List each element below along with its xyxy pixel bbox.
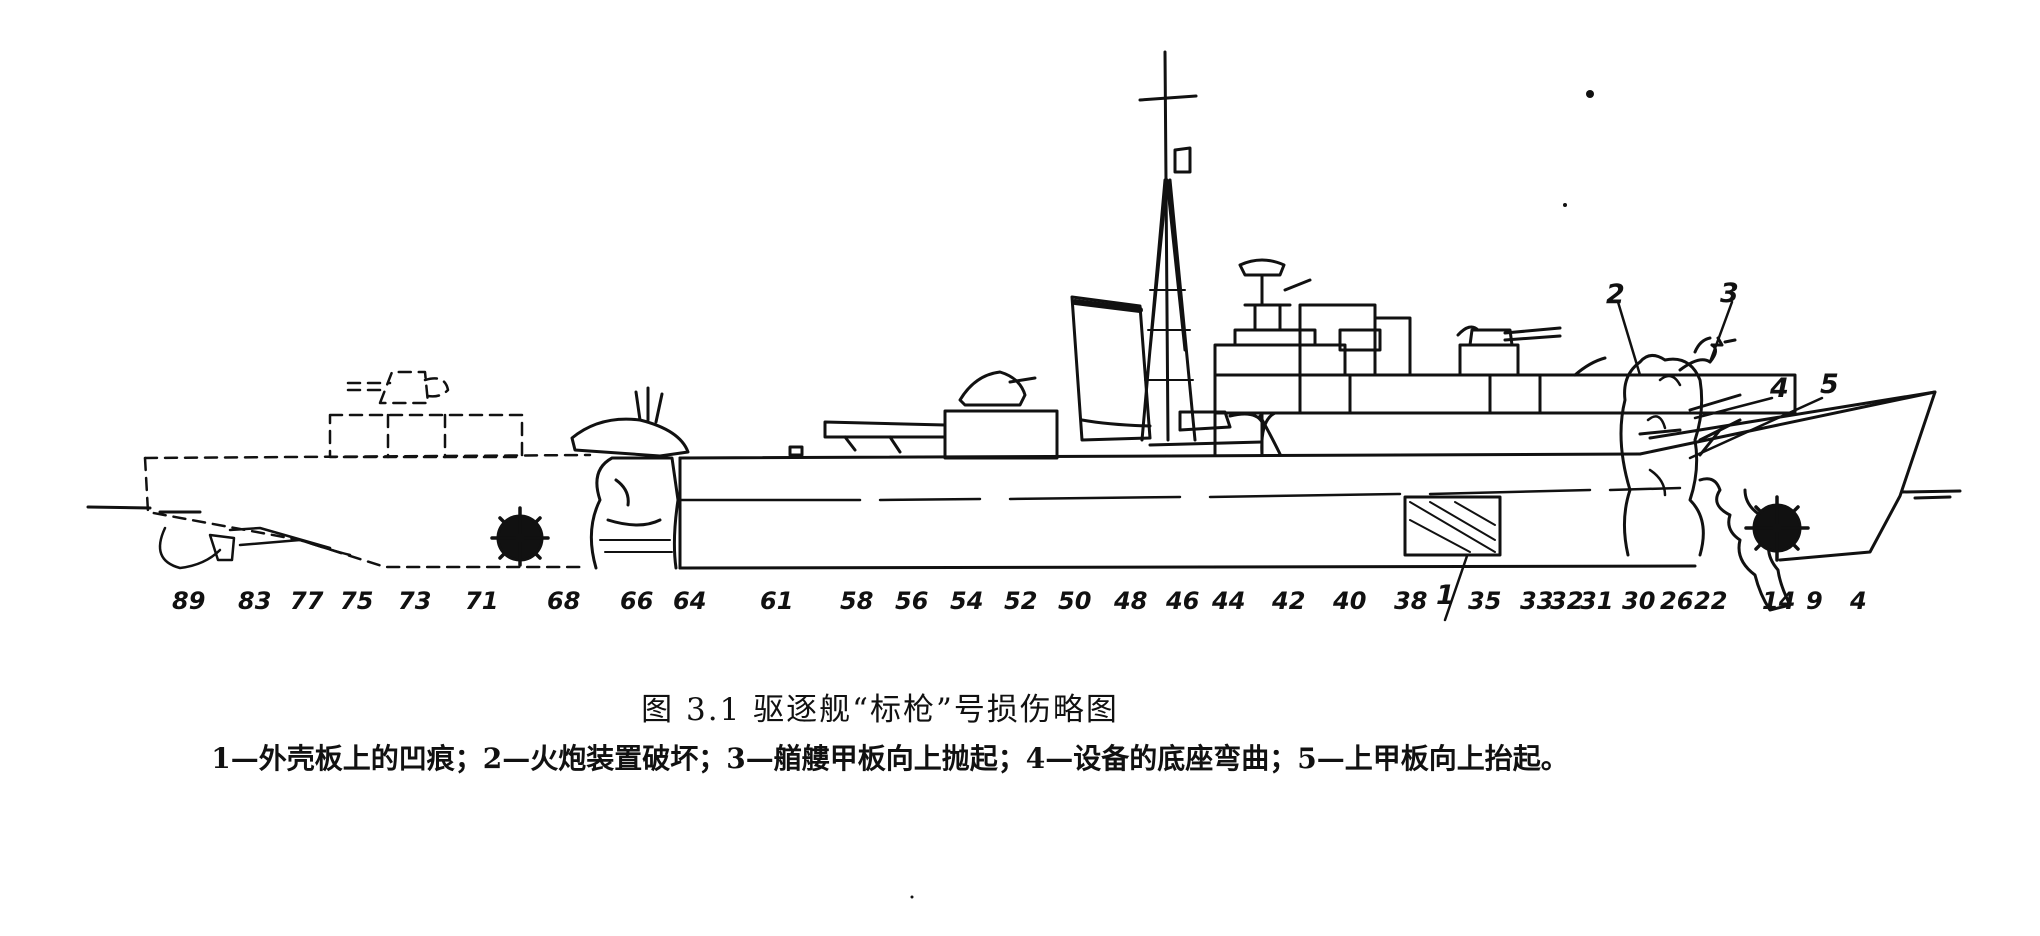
figure-caption-legend: 1—外壳板上的凹痕；2—火炮装置破坏；3—艏艛甲板向上抛起；4—设备的底座弯曲；… <box>211 742 1569 775</box>
frame-number: 50 <box>1058 587 1091 615</box>
callout-leader-5 <box>1688 396 1824 460</box>
callout-leader-4 <box>1693 396 1774 420</box>
superstructure <box>788 258 1797 460</box>
callout-label-2: 2 <box>1606 279 1625 310</box>
frame-number: 9 <box>1806 587 1823 615</box>
frame-number: 40 <box>1332 587 1366 615</box>
frame-number: 42 <box>1271 587 1305 615</box>
bow-explosion <box>1744 495 1810 562</box>
frame-number: 32 <box>1550 587 1583 615</box>
frame-number: 83 <box>238 587 271 615</box>
frame-number: 31 <box>1580 587 1613 615</box>
frame-number: 14 <box>1762 587 1795 615</box>
stern-debris <box>158 526 352 570</box>
frame-number: 56 <box>895 587 928 615</box>
frame-number: 89 <box>172 587 205 615</box>
frame-number: 71 <box>465 587 498 615</box>
callout-label-4: 4 <box>1769 373 1789 404</box>
callout-labels: 1 2 3 4 5 <box>1436 278 1839 611</box>
frame-number: 75 <box>340 587 373 615</box>
main-hull <box>678 414 1697 570</box>
callout-label-5: 5 <box>1820 369 1839 400</box>
frame-number: 26 <box>1660 587 1693 615</box>
frame-number: 30 <box>1622 587 1655 615</box>
callout-leader-1 <box>1443 554 1469 622</box>
frame-number: 54 <box>950 587 983 615</box>
scan-specks <box>910 90 1594 899</box>
frame-number: 35 <box>1468 587 1501 615</box>
frame-number: 22 <box>1694 587 1727 615</box>
frame-numbers: 89 83 77 75 73 71 68 66 64 61 58 56 54 5… <box>172 587 1867 615</box>
frame-number: 73 <box>398 587 431 615</box>
frame-number: 44 <box>1211 587 1245 615</box>
waterline <box>86 489 1962 514</box>
frame-number: 66 <box>620 587 653 615</box>
frame-number: 48 <box>1113 587 1147 615</box>
frame-number: 4 <box>1849 587 1867 615</box>
frame-number: 64 <box>673 587 706 615</box>
figure-caption-title: 图 3.1 驱逐舰“标枪”号损伤略图 <box>641 692 1119 728</box>
callout-label-3: 3 <box>1720 278 1739 309</box>
frame-number: 61 <box>760 587 793 615</box>
callout-label-1: 1 <box>1436 580 1455 611</box>
stern-explosion <box>490 506 550 567</box>
stern-break <box>570 386 690 570</box>
callout-leader-3 <box>1708 300 1734 364</box>
callout-leaders <box>1443 300 1824 622</box>
frame-number: 52 <box>1004 587 1037 615</box>
callout-leader-2 <box>1616 300 1642 377</box>
frame-number: 68 <box>547 587 580 615</box>
frame-number: 33 <box>1520 587 1553 615</box>
hull-dent <box>1403 495 1502 557</box>
frame-number: 58 <box>840 587 873 615</box>
mast <box>1138 50 1198 442</box>
frame-number: 38 <box>1394 587 1427 615</box>
frame-number: 46 <box>1165 587 1199 615</box>
frame-number: 77 <box>290 587 324 615</box>
